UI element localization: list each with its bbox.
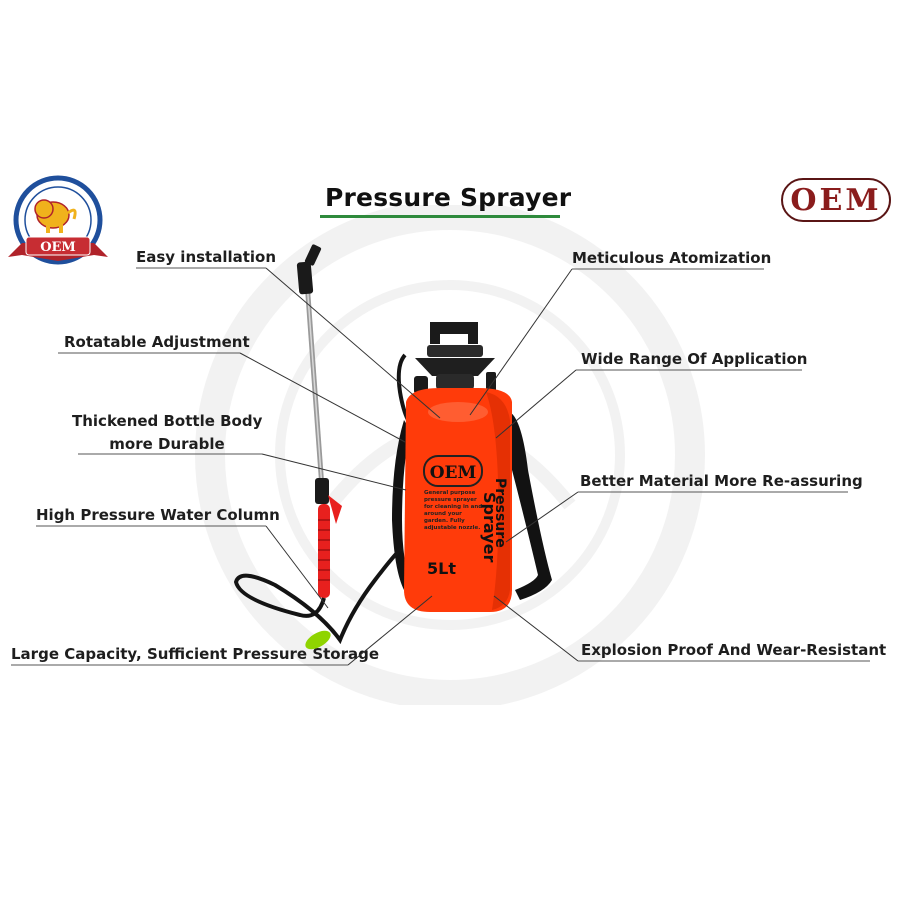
brand-logo: OEM xyxy=(8,175,108,265)
bottle-small-print: General purpose pressure sprayer for cle… xyxy=(424,490,483,531)
bottle-capacity: 5Lt xyxy=(427,559,456,578)
title-underline xyxy=(320,215,560,218)
bottle-side-text-1: Pressure xyxy=(492,478,508,548)
feature-rotatable-adjustment: Rotatable Adjustment xyxy=(64,333,250,351)
page-title: Pressure Sprayer xyxy=(325,183,572,212)
hose xyxy=(233,546,404,645)
feature-thickened-line-1: Thickened Bottle Body xyxy=(72,412,263,430)
feature-wide-range-of-application: Wide Range Of Application xyxy=(581,350,808,368)
feature-better-material: Better Material More Re-assuring xyxy=(580,472,863,490)
sprayer-tank: OEM 5Lt Pressure Sprayer General purpose… xyxy=(404,322,512,612)
feature-thickened-bottle-body: Thickened Bottle Body more Durable xyxy=(72,412,262,454)
feature-easy-installation: Easy installation xyxy=(136,248,277,266)
spray-wand xyxy=(296,244,342,598)
brand-logo-text: OEM xyxy=(40,240,76,255)
bottle-side-text-2: Sprayer xyxy=(480,492,499,562)
feature-high-pressure-water-column: High Pressure Water Column xyxy=(36,506,280,524)
feature-large-capacity: Large Capacity, Sufficient Pressure Stor… xyxy=(11,645,380,663)
feature-explosion-proof: Explosion Proof And Wear-Resistant xyxy=(581,641,887,659)
oem-badge: OEM xyxy=(781,178,891,222)
feature-meticulous-atomization: Meticulous Atomization xyxy=(572,249,772,267)
leader-lines xyxy=(239,267,579,666)
label-underlines xyxy=(11,267,870,666)
bottle-brand: OEM xyxy=(430,463,477,483)
shoulder-strap xyxy=(510,412,552,600)
nozzle-tip xyxy=(305,630,331,650)
feature-thickened-line-2: more Durable xyxy=(109,435,225,453)
oem-badge-text: OEM xyxy=(790,182,882,218)
lion-icon xyxy=(34,199,77,233)
